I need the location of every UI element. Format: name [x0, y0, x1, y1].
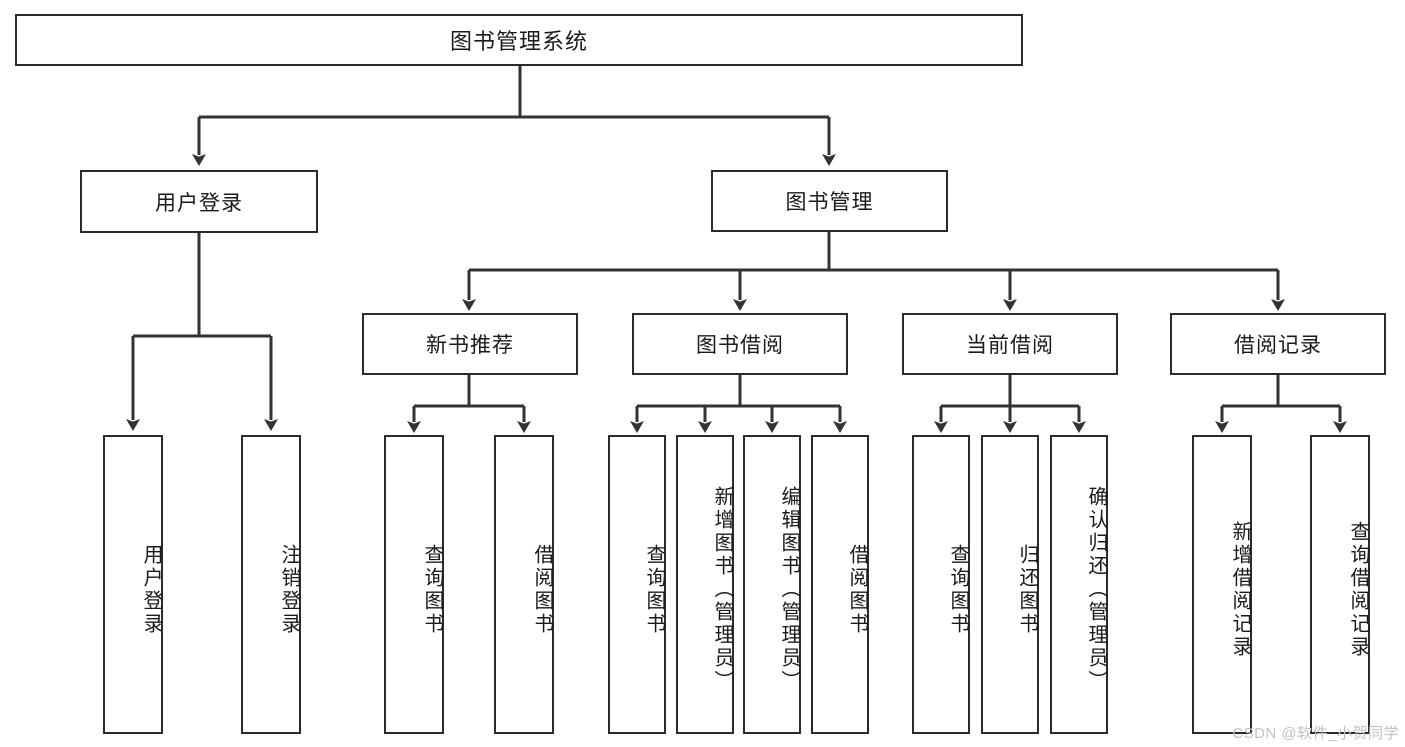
leaf-current-return-book[interactable]: 归还图书: [981, 435, 1039, 734]
node-book-borrow[interactable]: 图书借阅: [632, 313, 848, 375]
leaf-current-confirm-return[interactable]: 确认归还（管理员）: [1050, 435, 1108, 734]
node-user-login[interactable]: 用户登录: [80, 170, 318, 233]
leaf-borrow-edit-book[interactable]: 编辑图书（管理员）: [743, 435, 801, 734]
leaf-record-query-record[interactable]: 查询借阅记录: [1310, 435, 1370, 734]
node-book-management[interactable]: 图书管理: [711, 170, 948, 232]
watermark-text: CSDN @软件_小贺同学: [1232, 725, 1399, 742]
leaf-borrow-add-book[interactable]: 新增图书（管理员）: [676, 435, 734, 734]
leaf-borrow-borrow-book[interactable]: 借阅图书: [811, 435, 869, 734]
leaf-user-login-logout[interactable]: 注销登录: [241, 435, 301, 734]
leaf-recommend-query-book[interactable]: 查询图书: [384, 435, 444, 734]
leaf-borrow-query-book[interactable]: 查询图书: [608, 435, 666, 734]
node-new-book-recommend[interactable]: 新书推荐: [362, 313, 578, 375]
leaf-record-add-record[interactable]: 新增借阅记录: [1192, 435, 1252, 734]
node-borrow-record[interactable]: 借阅记录: [1170, 313, 1386, 375]
node-root[interactable]: 图书管理系统: [15, 14, 1023, 66]
leaf-recommend-borrow-book[interactable]: 借阅图书: [494, 435, 554, 734]
leaf-user-login-login[interactable]: 用户登录: [103, 435, 163, 734]
leaf-current-query-book[interactable]: 查询图书: [912, 435, 970, 734]
node-current-borrow[interactable]: 当前借阅: [902, 313, 1118, 375]
